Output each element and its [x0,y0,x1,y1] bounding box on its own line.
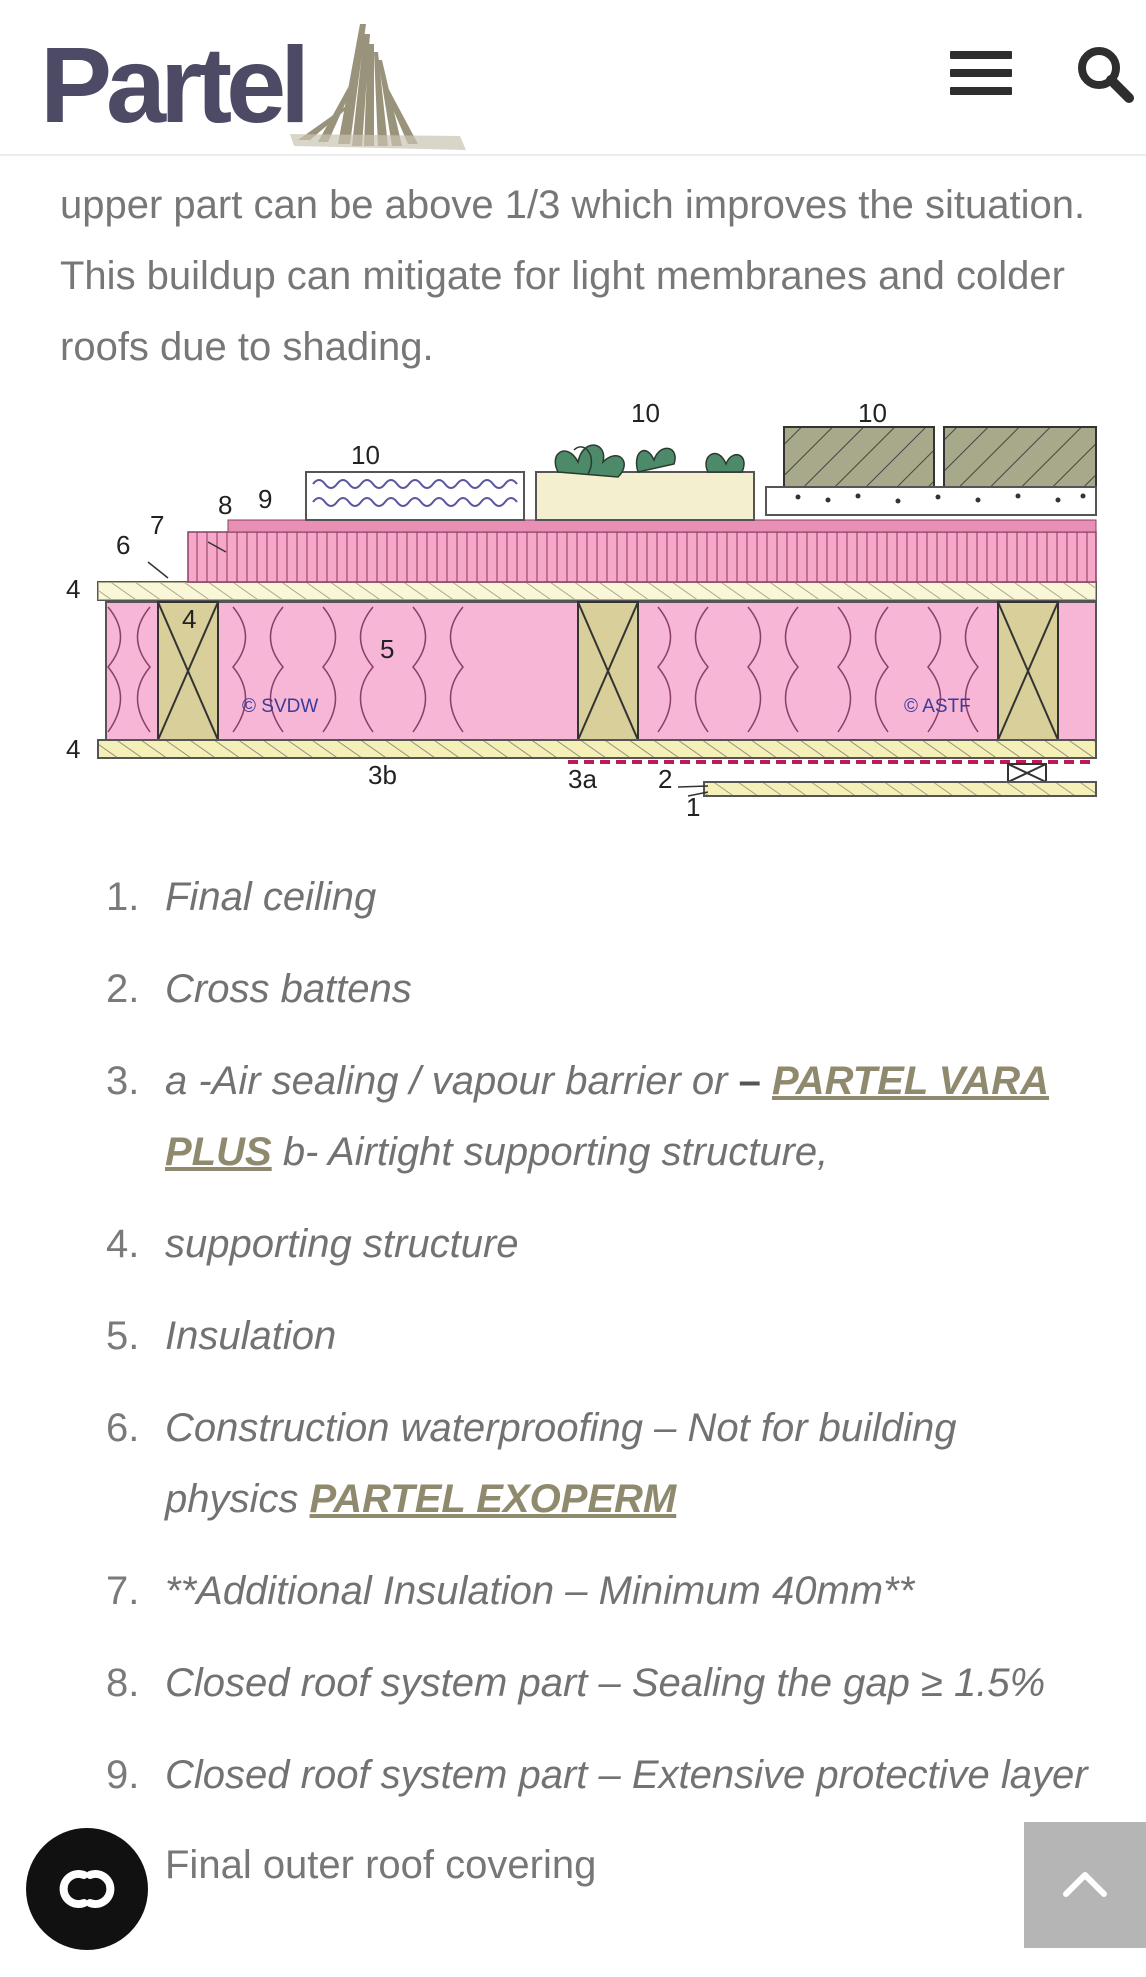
list-text: Cross battens [165,967,412,1011]
intro-line: This buildup can mitigate for light memb… [60,254,1065,298]
logo-reed-mark [290,24,466,150]
diagram-label: 9 [258,484,272,514]
diagram-credit: © ASTF [904,696,971,717]
list-dash: – [738,1059,761,1103]
list-text: b- Airtight supporting structure, [282,1130,829,1174]
list-number: 2. [106,967,140,1011]
list-text: Closed roof system part – Sealing the ga… [165,1661,1046,1705]
paver-block [943,426,1097,488]
list-item: 7. **Additional Insulation – Minimum 40m… [90,1556,1110,1627]
list-item: 9. Closed roof system part – Extensive p… [90,1740,1110,1811]
diagram-label: 3a [568,764,597,794]
list-text: supporting structure [165,1222,519,1266]
diagram-label: 4 [66,734,80,764]
list-number: 6. [106,1406,140,1450]
diagram-label: 1 [686,792,700,822]
list-number: 5. [106,1314,140,1358]
cookie-consent-icon [59,1870,115,1908]
list-text-b-prefix [272,1130,283,1174]
intro-line: roofs due to shading. [60,325,434,369]
list-number: 7. [106,1569,140,1613]
article-intro: upper part can be above 1/3 which improv… [60,170,1100,383]
logo-wordmark: Partel [40,24,310,145]
list-number: 9. [106,1753,140,1797]
list-text: Construction waterproofing – Not for bui… [165,1406,957,1450]
diagram-label: 2 [658,764,672,794]
list-text: physics [165,1477,299,1521]
additional-insulation [187,531,1097,583]
diagram-label: 3b [368,760,397,790]
buildup-legend-list: 1. Final ceiling 2. Cross battens 3. a -… [90,862,1110,1832]
list-item: 4. supporting structure [90,1209,1110,1280]
diagram-label: 7 [150,510,164,540]
roof-buildup-diagram: 10 10 10 8 9 7 6 4 4 4 5 3b 3a 2 1 © SVD… [66,398,1097,822]
list-item: 8. Closed roof system part – Sealing the… [90,1648,1110,1719]
diagram-credit: © SVDW [242,696,318,717]
list-number: 3. [106,1059,140,1103]
list-text: Closed roof system part – Extensive prot… [165,1753,1088,1797]
cookie-consent-button[interactable] [26,1828,148,1950]
list-item: 5. Insulation [90,1301,1110,1372]
list-number: 8. [106,1661,140,1705]
list-text: Final ceiling [165,875,377,919]
timber-joists [157,601,1059,741]
site-header: Partel [0,0,1146,156]
list-number: 4. [106,1222,140,1266]
list-text: Insulation [165,1314,337,1358]
green-roof-substrate [535,471,755,521]
partel-logo[interactable]: Partel [40,24,466,159]
list-item: 3. a -Air sealing / vapour barrier or – … [90,1046,1110,1188]
intro-line: upper part can be above 1/3 which improv… [60,183,1086,227]
diagram-label: 6 [116,530,130,560]
list-item: 6. Construction waterproofing – Not for … [90,1393,1110,1535]
diagram-label: 5 [380,634,394,664]
paver-block [783,426,935,488]
diagram-label: 10 [858,398,887,428]
diagram-label: 4 [66,574,80,604]
list-number: 1. [106,875,140,919]
list-text: a -Air sealing / vapour barrier or [165,1059,728,1103]
partel-exoperm-link[interactable]: PARTEL EXOPERM [309,1477,677,1521]
diagram-label: 8 [218,490,232,520]
list-text: **Additional Insulation – Minimum 40mm** [165,1569,915,1613]
list-item-final-roof-covering: Final outer roof covering [165,1843,597,1887]
plants-icon [554,444,745,478]
scroll-to-top-button[interactable] [1024,1822,1146,1948]
paver-bedding [765,486,1097,516]
diagram-label: 10 [351,440,380,470]
hamburger-menu-icon[interactable] [950,45,1012,107]
diagram-label: 4 [182,604,196,634]
diagram-label: 10 [631,398,660,428]
list-item: 1. Final ceiling [90,862,1110,933]
list-item: 2. Cross battens [90,954,1110,1025]
chevron-up-icon [1063,1872,1107,1897]
search-icon[interactable] [1075,44,1135,104]
